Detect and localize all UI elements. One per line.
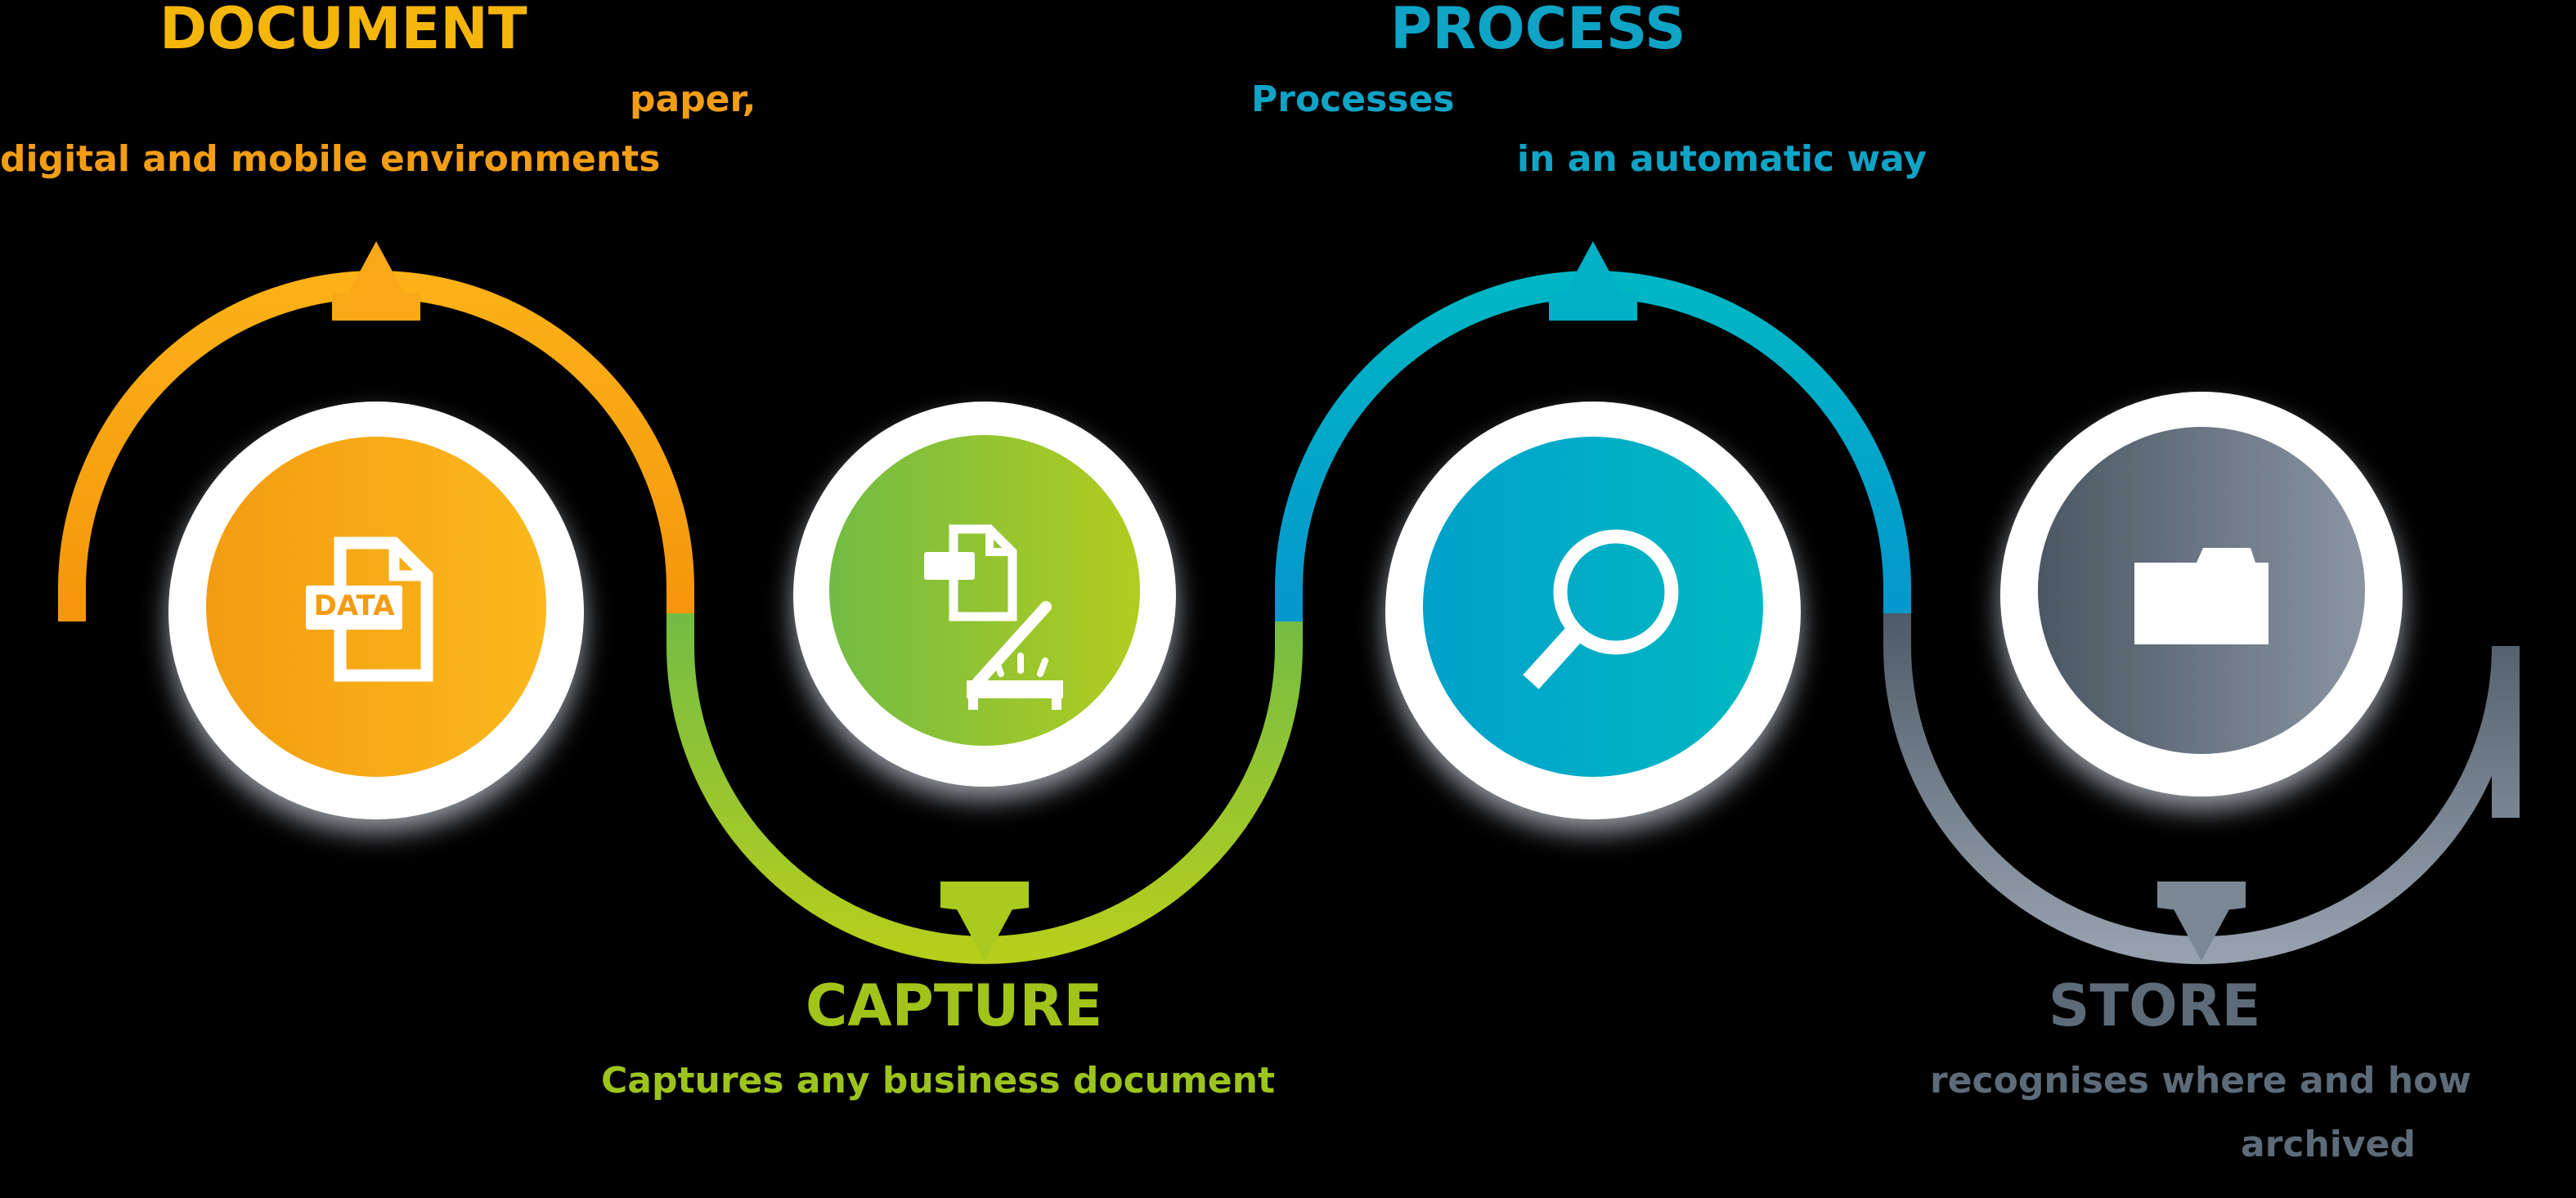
- arc-store: [1883, 613, 2520, 964]
- step-subtitle-capture-line1: Captures any business document: [601, 1060, 1276, 1102]
- step-circle-document[interactable]: DATA: [165, 396, 587, 819]
- step-subtitle-process-line2: in an automatic way: [1517, 138, 1928, 180]
- document-icon-data-label: DATA: [314, 590, 395, 622]
- step-title-store: STORE: [2049, 972, 2261, 1039]
- step-title-capture: CAPTURE: [806, 972, 1103, 1039]
- step-circle-capture[interactable]: [790, 396, 1179, 787]
- step-subtitle-document-line1: paper,: [630, 79, 756, 120]
- wave-ribbon: [58, 241, 2520, 964]
- step-title-process: PROCESS: [1390, 0, 1686, 62]
- step-subtitle-store-line2: archived: [2241, 1124, 2416, 1165]
- step-subtitle-document-line2: digital and mobile environments: [0, 138, 661, 180]
- step-subtitle-store-line1: recognises where and how: [1930, 1060, 2471, 1102]
- magnifier-icon: [1523, 529, 1679, 689]
- step-title-document: DOCUMENT: [159, 0, 527, 62]
- folder-icon: [2134, 548, 2269, 644]
- document-data-icon: DATA: [306, 536, 433, 682]
- arc-process: [1275, 241, 1911, 621]
- scanner-document-icon: [924, 524, 1063, 710]
- step-circle-process[interactable]: [1382, 396, 1804, 819]
- arc-capture: [666, 613, 1303, 964]
- step-circle-store[interactable]: [1997, 386, 2406, 796]
- step-subtitle-process-line1: Processes: [1251, 79, 1455, 120]
- arc-document: [58, 241, 694, 621]
